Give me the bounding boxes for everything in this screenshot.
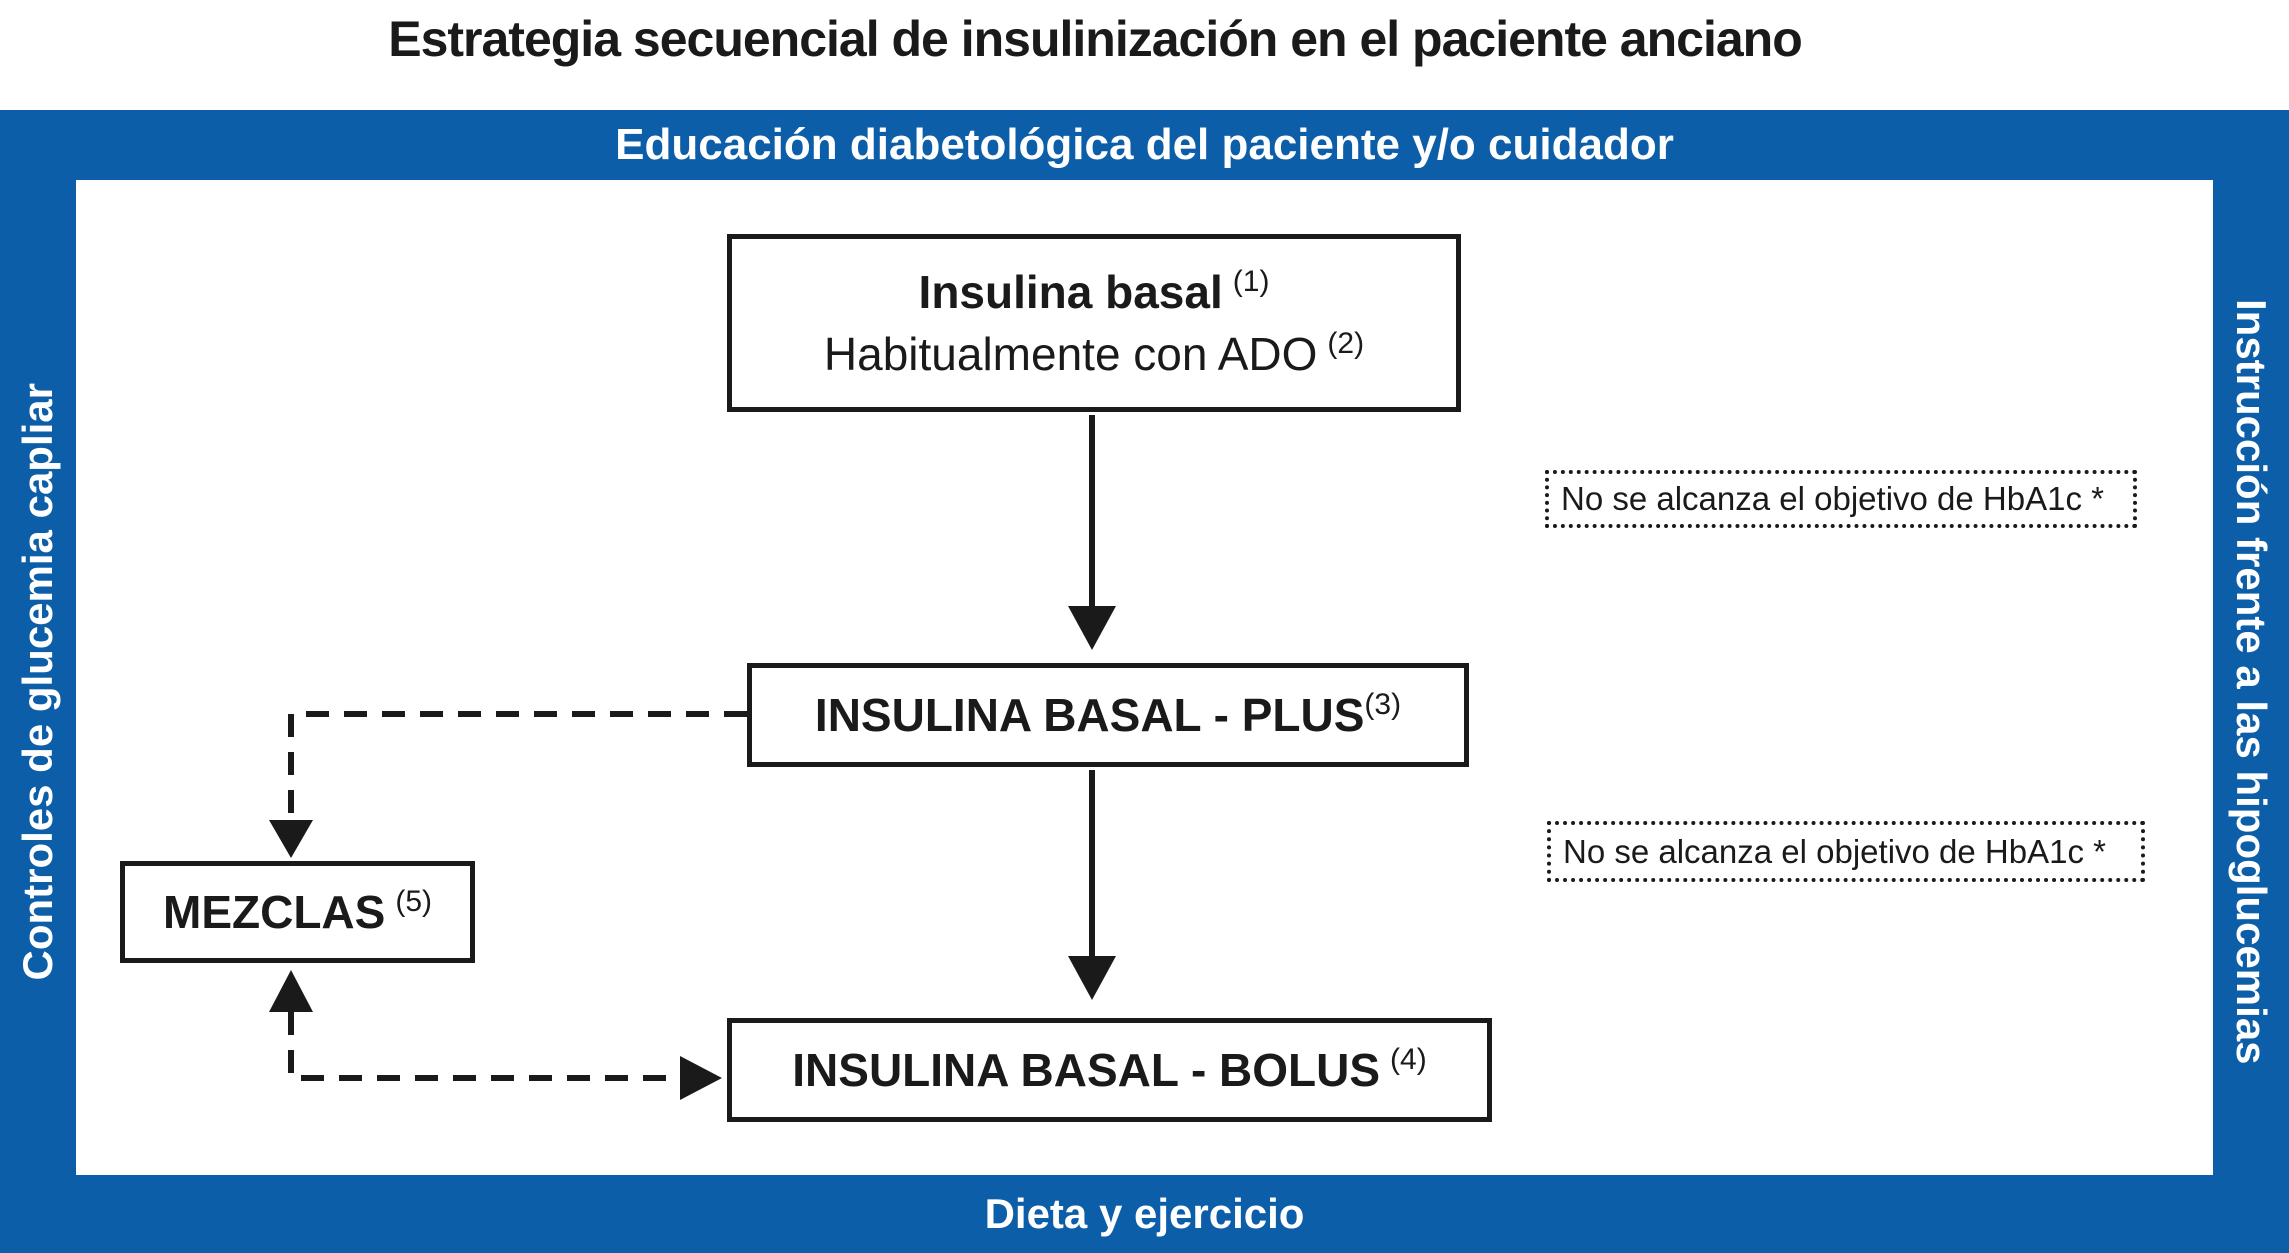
frame-bottom-label: Dieta y ejercicio [984, 1190, 1305, 1237]
frame-top-label: Educación diabetológica del paciente y/o… [615, 120, 1674, 169]
node-insulina-basal-plus: INSULINA BASAL - PLUS(3) [747, 663, 1469, 767]
callout-hba1c-objective-2: No se alcanza el objetivo de HbA1c * [1547, 821, 2145, 882]
frame-bottom-bar: Dieta y ejercicio [0, 1175, 2289, 1253]
footnote-ref-5: (5) [395, 885, 432, 918]
node-insulina-basal-bolus: INSULINA BASAL - BOLUS(4) [727, 1018, 1492, 1122]
dashed-arrow-mezclas-to-bolus [269, 970, 722, 1100]
dashed-arrow-plus-to-mezclas [269, 711, 747, 858]
node-mezclas: MEZCLAS(5) [120, 861, 475, 963]
frame-left-label: Controles de glucemia capliar [14, 382, 61, 981]
footnote-ref-4: (4) [1390, 1043, 1427, 1076]
node-insulina-basal: Insulina basal(1) Habitualmente con ADO(… [727, 234, 1461, 412]
node-insulina-basal-line1: Insulina basal(1) [918, 264, 1270, 318]
footnote-ref-1: (1) [1232, 264, 1270, 298]
frame-right-bar: Instrucción frente a las hipoglucemias [2213, 110, 2289, 1253]
callout-hba1c-objective-1: No se alcanza el objetivo de HbA1c * [1545, 470, 2137, 528]
footnote-ref-3: (3) [1364, 688, 1402, 721]
frame-right-label: Instrucción frente a las hipoglucemias [2228, 298, 2275, 1065]
footnote-ref-2: (2) [1327, 327, 1365, 360]
arrow-plus-to-bolus [1068, 770, 1116, 1000]
page-title: Estrategia secuencial de insulinización … [388, 11, 1803, 67]
node-insulina-basal-line2: Habitualmente con ADO(2) [823, 327, 1365, 380]
frame-left-bar: Controles de glucemia capliar [0, 110, 76, 1253]
arrow-basal-to-plus [1068, 415, 1116, 650]
frame-top-bar: Educación diabetológica del paciente y/o… [0, 110, 2289, 180]
